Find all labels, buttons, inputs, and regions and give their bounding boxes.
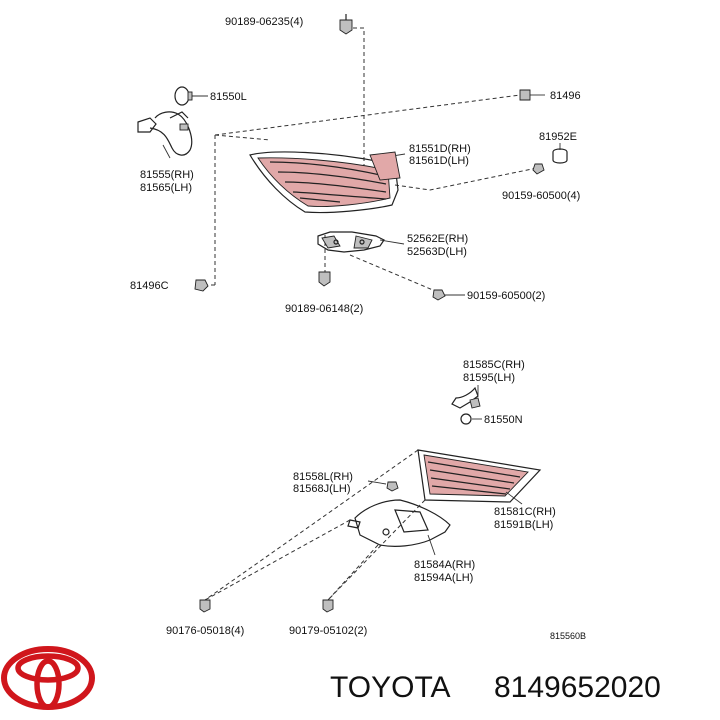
label-90176-05018: 90176-05018(4) <box>166 625 244 637</box>
label-81952E: 81952E <box>539 131 577 143</box>
bracket-52562E <box>317 231 385 253</box>
label-90179-05102: 90179-05102(2) <box>289 625 367 637</box>
leader-lamp-left <box>214 134 271 141</box>
label-90159-60500-2: 90159-60500(2) <box>467 290 545 302</box>
label-81591B: 81591B(LH) <box>494 519 553 531</box>
leader-lower-cover <box>204 519 351 601</box>
leader-81496-top <box>214 94 521 136</box>
nut-90189-06148 <box>318 271 331 287</box>
label-81581C: 81581C(RH) <box>494 506 556 518</box>
bulb-81550L <box>174 86 193 106</box>
clip-90189-06235 <box>339 14 353 35</box>
label-81550L: 81550L <box>210 91 247 103</box>
label-90189-06148: 90189-06148(2) <box>285 303 363 315</box>
socket-81585C <box>451 386 481 425</box>
socket-wire-81555 <box>137 111 193 156</box>
label-90189-06235: 90189-06235(4) <box>225 16 303 28</box>
label-81594A: 81594A(LH) <box>414 572 473 584</box>
brand-name: TOYOTA <box>330 671 451 704</box>
nut-90179-05102 <box>322 599 334 613</box>
label-52563D: 52563D(LH) <box>407 246 467 258</box>
label-52562E: 52562E(RH) <box>407 233 468 245</box>
label-90159-60500-4: 90159-60500(4) <box>502 190 580 202</box>
label-81561D: 81561D(LH) <box>409 155 469 167</box>
label-81496C: 81496C <box>130 280 169 292</box>
bolt-81558L <box>386 481 399 492</box>
leader-lower-right-diag <box>327 499 426 601</box>
label-81585C: 81585C(RH) <box>463 359 525 371</box>
tail-lamp-81551D <box>249 151 401 214</box>
grommet-81496 <box>519 89 531 101</box>
screw-90159-60500-4 <box>532 163 545 175</box>
leader-81584A <box>427 534 436 556</box>
leader-81558L <box>367 480 387 485</box>
leader-90159-60500-2 <box>349 254 441 294</box>
leader-81555 <box>162 144 171 159</box>
nut-81496C <box>194 279 209 292</box>
label-81584A: 81584A(RH) <box>414 559 475 571</box>
label-81551D: 81551D(RH) <box>409 143 471 155</box>
inner-lamp-81581C <box>417 449 542 503</box>
label-81558L: 81558L(RH) <box>293 471 353 483</box>
label-81568J: 81568J(LH) <box>293 483 350 495</box>
cover-81584A <box>347 499 451 547</box>
leader-90189-06235 <box>346 27 365 185</box>
leader-lower-left-diag <box>204 449 419 601</box>
diagram-reference-code: 815560B <box>550 631 586 641</box>
nut-90176-05018 <box>199 599 211 613</box>
part-number: 8149652020 <box>494 671 661 704</box>
label-81555: 81555(RH) <box>140 169 194 181</box>
leader-81581C <box>505 491 523 505</box>
label-81550N: 81550N <box>484 414 523 426</box>
screw-90159-60500-2 <box>432 289 446 301</box>
leader-lower-cover-2 <box>327 544 379 601</box>
leader-90159-60500-4 <box>394 167 538 191</box>
label-81496: 81496 <box>550 90 581 102</box>
cap-81952E <box>552 148 568 164</box>
toyota-logo <box>1 646 95 710</box>
label-81565: 81565(LH) <box>140 182 192 194</box>
label-81595: 81595(LH) <box>463 372 515 384</box>
